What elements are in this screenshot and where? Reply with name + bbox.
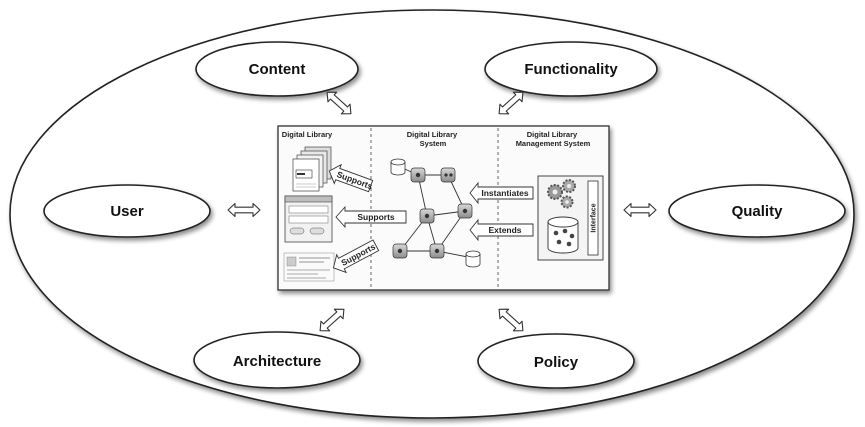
- system-node: [419, 208, 435, 224]
- column-title-line: System: [420, 139, 447, 148]
- database-icon: [390, 158, 406, 176]
- database-icon: [465, 250, 481, 268]
- extends-arrow: Extends: [469, 218, 534, 242]
- column-title-digital-library: Digital Library: [282, 130, 333, 139]
- digital-library-panel: Digital Library Digital Library System D…: [277, 125, 610, 291]
- system-node: [440, 167, 456, 183]
- concept-user-label: User: [110, 203, 144, 220]
- concept-functionality-label: Functionality: [524, 61, 618, 78]
- supports-arrow-middle: Supports: [335, 205, 407, 229]
- concept-policy-label: Policy: [534, 354, 579, 371]
- column-title-line: Management System: [516, 139, 591, 148]
- gears-icon: [547, 179, 576, 209]
- concept-policy: Policy: [477, 333, 635, 389]
- form-sheet-icon: [283, 252, 335, 282]
- concept-functionality: Functionality: [484, 41, 658, 97]
- system-graph: [390, 158, 481, 268]
- concept-content: Content: [195, 41, 359, 97]
- interface-label: Interface: [591, 203, 598, 232]
- document-stack-icon: [292, 146, 332, 192]
- concept-content-label: Content: [249, 61, 306, 78]
- application-window-icon: [284, 195, 333, 243]
- system-node: [410, 167, 426, 183]
- supports-label: Supports: [357, 212, 395, 222]
- column-title-line: Digital Library: [282, 130, 333, 139]
- database-icon: [547, 216, 579, 254]
- interface-bar: Interface: [587, 180, 599, 256]
- management-system-box: Interface: [537, 175, 604, 261]
- system-node: [457, 203, 473, 219]
- concept-user: User: [43, 184, 211, 238]
- extends-label: Extends: [488, 225, 521, 235]
- column-title-dl-management-system: Digital Library Management System: [516, 130, 591, 148]
- column-title-line: Digital Library: [527, 130, 578, 139]
- instantiates-arrow: Instantiates: [469, 181, 534, 205]
- concept-quality: Quality: [668, 184, 846, 238]
- column-title-line: Digital Library: [407, 130, 458, 139]
- concept-architecture: Architecture: [193, 331, 361, 389]
- concept-quality-label: Quality: [732, 203, 784, 220]
- system-node: [429, 243, 445, 259]
- column-title-dl-system: Digital Library System: [407, 130, 460, 148]
- concept-architecture-label: Architecture: [233, 353, 321, 370]
- system-node: [392, 243, 408, 259]
- instantiates-label: Instantiates: [481, 188, 529, 198]
